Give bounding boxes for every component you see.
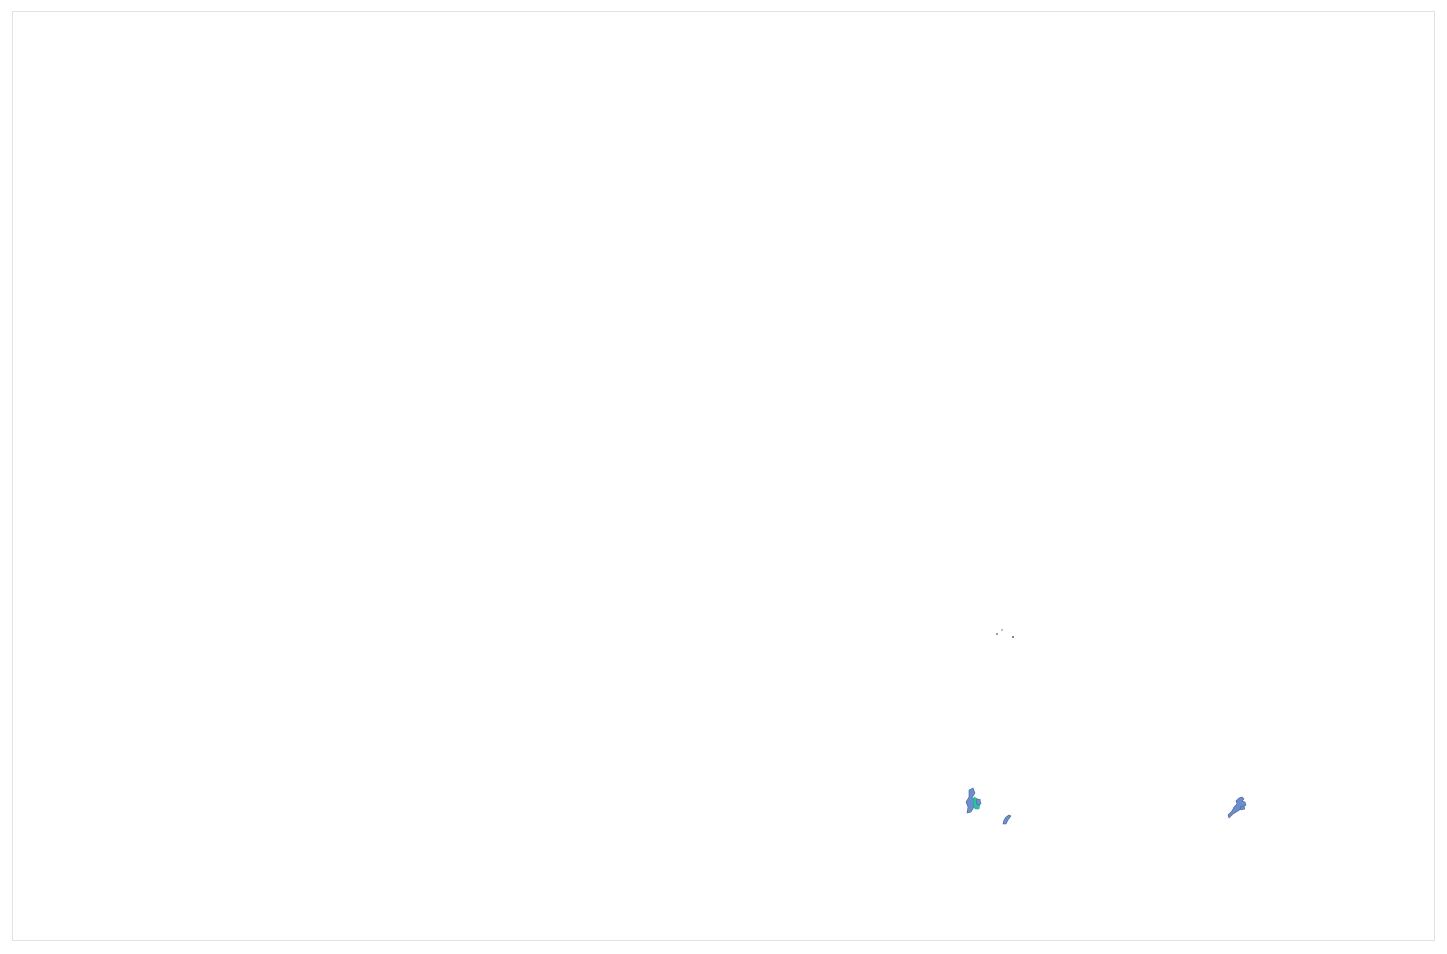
island-east[interactable] bbox=[1227, 796, 1247, 819]
island-shape bbox=[1002, 814, 1012, 825]
island-shape bbox=[965, 787, 977, 814]
island-shape bbox=[1227, 796, 1247, 819]
islet-dot bbox=[1001, 629, 1003, 631]
islet-dots-north bbox=[996, 629, 1014, 638]
map-canvas[interactable] bbox=[13, 12, 1436, 942]
island-cluster-west[interactable] bbox=[965, 787, 982, 814]
islet-dot bbox=[1012, 636, 1014, 638]
map-frame bbox=[12, 11, 1435, 941]
islet-dot bbox=[996, 633, 998, 635]
island-shape bbox=[975, 798, 982, 806]
islet-south[interactable] bbox=[1002, 814, 1012, 825]
island-shape bbox=[1239, 805, 1246, 811]
